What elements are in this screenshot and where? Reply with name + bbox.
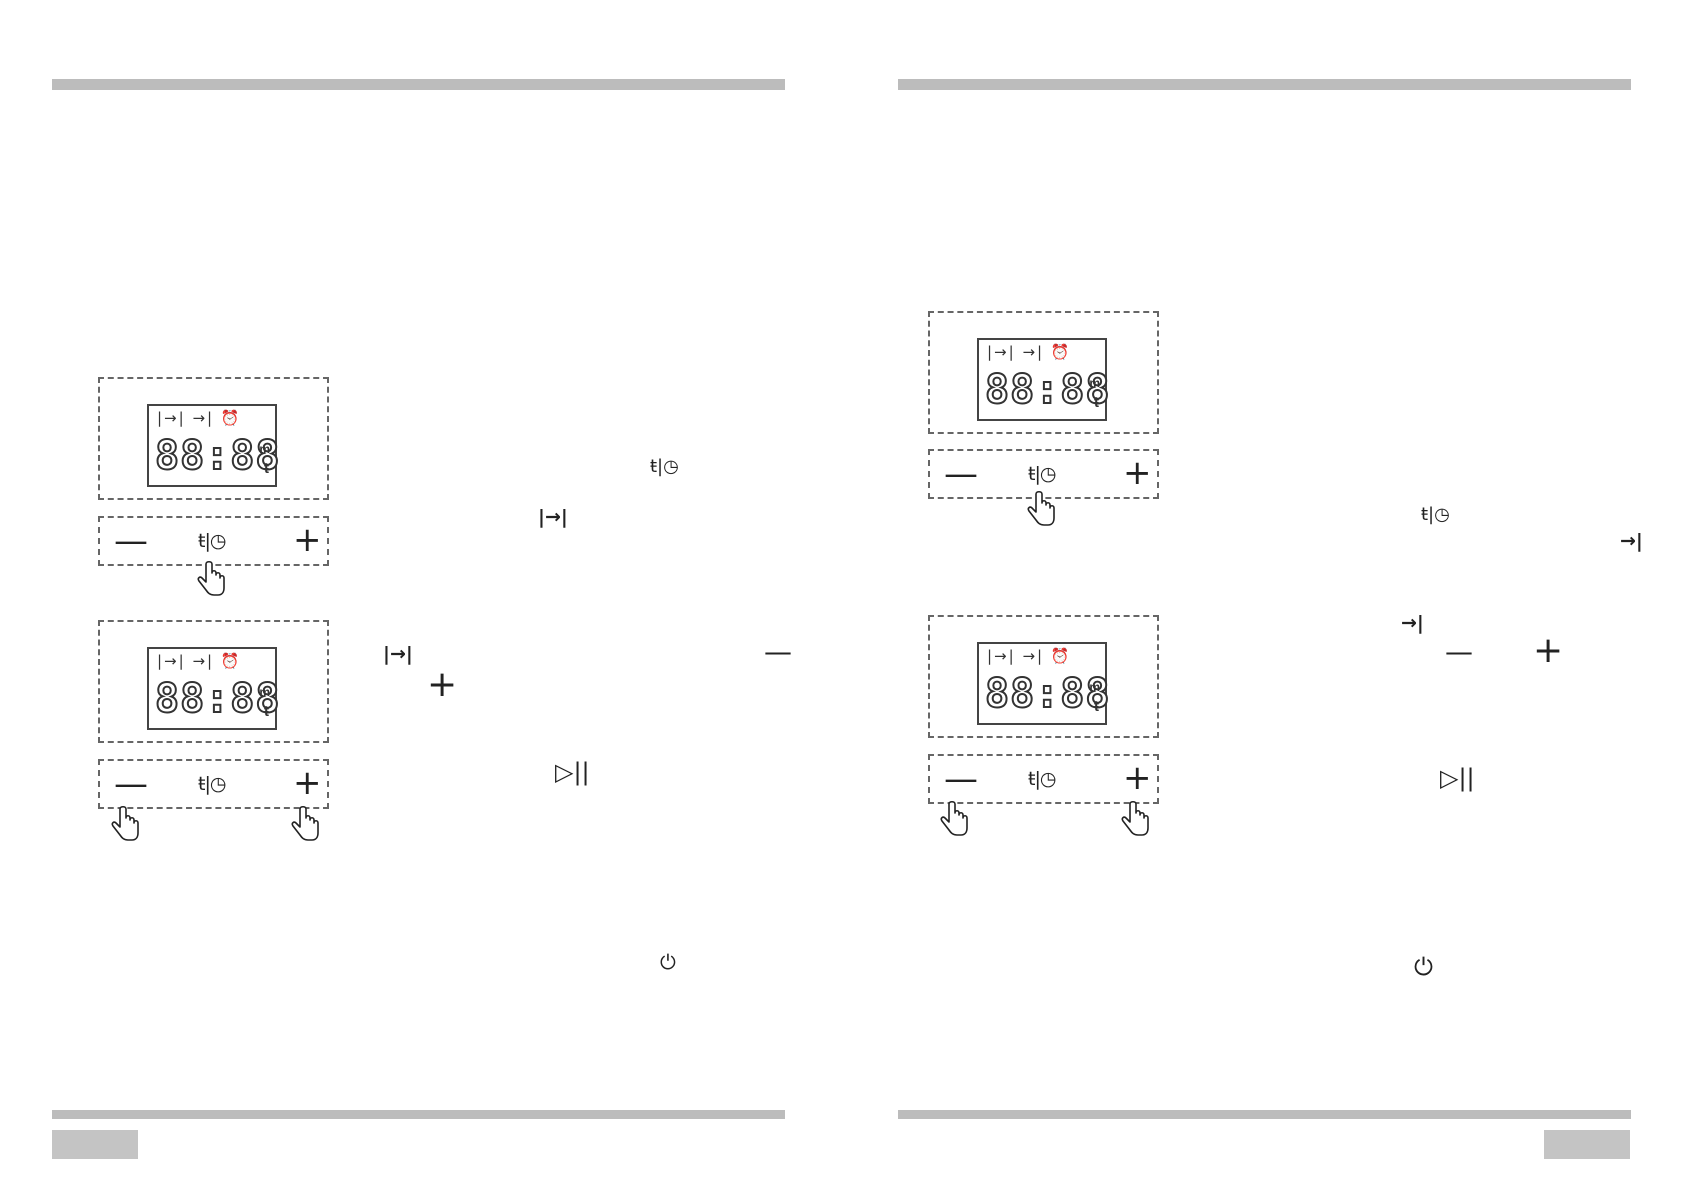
pointing-hand-icon <box>197 560 225 596</box>
lcd-screen: |→| →| ⏰ 88:88 m ŧ <box>977 338 1111 421</box>
duration-symbol-icon: |→| <box>538 506 568 528</box>
duration-symbol-icon: |→| <box>383 643 413 665</box>
plus-button[interactable]: + <box>1123 758 1152 798</box>
lcd-unit-m: m <box>259 685 270 699</box>
left-page-bottom-bar <box>52 1110 785 1119</box>
minus-symbol-icon: — <box>1445 635 1473 668</box>
plus-button[interactable]: + <box>1123 453 1152 493</box>
lcd-indicators: |→| →| ⏰ <box>157 652 242 670</box>
minus-button[interactable]: — <box>114 764 148 804</box>
button-panel: — ŧ|◷ + <box>928 754 1159 804</box>
display-panel: |→| →| ⏰ 88:88 m ŧ <box>98 377 329 500</box>
pointing-hand-icon <box>940 800 968 836</box>
display-panel: |→| →| ⏰ 88:88 m ŧ <box>98 620 329 743</box>
minus-button[interactable]: — <box>944 759 978 799</box>
end-time-symbol-icon: →| <box>1401 612 1424 634</box>
power-icon: ⏻ <box>1414 953 1433 981</box>
button-panel: — ŧ|◷ + <box>98 516 329 566</box>
clock-button[interactable]: ŧ|◷ <box>1028 463 1056 485</box>
end-time-symbol-icon: →| <box>1620 530 1643 552</box>
lcd-indicators: |→| →| ⏰ <box>987 647 1072 665</box>
minus-symbol-icon: — <box>764 635 792 668</box>
plus-button[interactable]: + <box>293 520 322 560</box>
lcd-digits: 88:88 <box>984 367 1111 413</box>
clock-button[interactable]: ŧ|◷ <box>198 530 226 552</box>
right-page-number-tab <box>1544 1130 1630 1159</box>
display-panel: |→| →| ⏰ 88:88 m ŧ <box>928 311 1159 434</box>
lcd-screen: |→| →| ⏰ 88:88 m ŧ <box>977 642 1111 725</box>
pointing-hand-icon <box>1121 800 1149 836</box>
lcd-screen: |→| →| ⏰ 88:88 m ŧ <box>147 404 281 487</box>
button-panel: — ŧ|◷ + <box>928 449 1159 499</box>
lcd-screen: |→| →| ⏰ 88:88 m ŧ <box>147 647 281 730</box>
minus-button[interactable]: — <box>944 454 978 494</box>
plus-symbol-icon: + <box>1533 630 1564 671</box>
plus-symbol-icon: + <box>427 664 458 705</box>
lcd-indicators: |→| →| ⏰ <box>987 343 1072 361</box>
lcd-indicators: |→| →| ⏰ <box>157 409 242 427</box>
clock-button[interactable]: ŧ|◷ <box>1028 768 1056 790</box>
lcd-unit-t: ŧ <box>1094 394 1099 411</box>
left-page-number-tab <box>52 1130 138 1159</box>
right-page-bottom-bar <box>898 1110 1631 1119</box>
pointing-hand-icon <box>111 805 139 841</box>
left-page-top-bar <box>52 79 785 90</box>
pointing-hand-icon <box>1027 490 1055 526</box>
lcd-unit-t: ŧ <box>264 460 269 477</box>
clock-symbol-icon: ŧ|◷ <box>650 456 679 477</box>
lcd-unit-m: m <box>259 442 270 456</box>
lcd-unit-m: m <box>1089 680 1100 694</box>
button-panel: — ŧ|◷ + <box>98 759 329 809</box>
minus-button[interactable]: — <box>114 521 148 561</box>
lcd-digits: 88:88 <box>154 433 281 479</box>
display-panel: |→| →| ⏰ 88:88 m ŧ <box>928 615 1159 738</box>
right-page-top-bar <box>898 79 1631 90</box>
play-pause-icon: ▷|| <box>555 758 590 786</box>
clock-button[interactable]: ŧ|◷ <box>198 773 226 795</box>
pointing-hand-icon <box>291 805 319 841</box>
clock-symbol-icon: ŧ|◷ <box>1421 504 1450 525</box>
lcd-unit-t: ŧ <box>264 703 269 720</box>
lcd-unit-m: m <box>1089 376 1100 390</box>
play-pause-icon: ▷|| <box>1440 764 1475 792</box>
lcd-digits: 88:88 <box>154 676 281 722</box>
lcd-digits: 88:88 <box>984 671 1111 717</box>
power-icon: ⏻ <box>660 950 676 974</box>
lcd-unit-t: ŧ <box>1094 698 1099 715</box>
plus-button[interactable]: + <box>293 763 322 803</box>
